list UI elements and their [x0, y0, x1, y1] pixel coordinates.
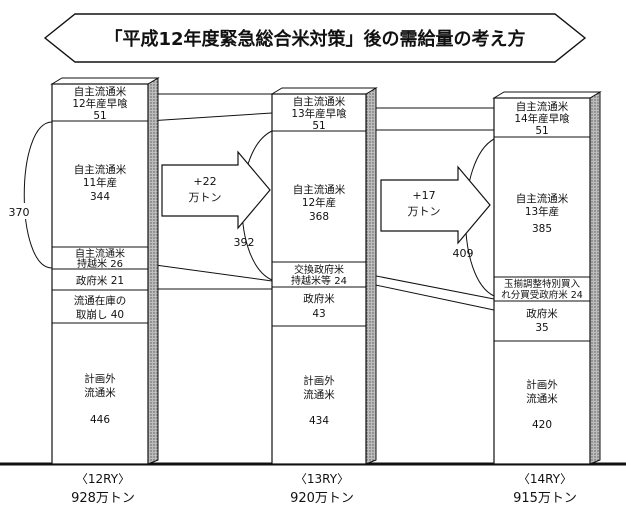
bracket-label-370: 370 — [9, 206, 30, 219]
segment-label: 取崩し 40 — [76, 308, 124, 321]
column-depth — [365, 87, 377, 465]
segment-label: 自主流通米 — [74, 85, 127, 98]
column-14ry: 自主流通米 14年産早喰 51 自主流通米 13年産 385 玉揃調整特別買入 … — [492, 91, 602, 465]
segment-special-purchase: 玉揃調整特別買入 れ分買受政府米 24 — [501, 278, 583, 301]
segment-government-rice: 政府米 35 — [526, 307, 558, 334]
growth-arrow-2 — [380, 165, 491, 245]
segment-label: 14年産早喰 — [514, 112, 570, 125]
segment-label: 玉揃調整特別買入 — [504, 278, 581, 290]
segment-unplanned: 計画外 流通米 434 — [303, 374, 335, 427]
segment-label: 11年産 — [83, 176, 117, 189]
segment-government-rice: 政府米 21 — [76, 274, 124, 287]
total-label-14ry: 915万トン — [513, 491, 577, 506]
segment-value: 51 — [93, 110, 106, 122]
segment-early-crop: 自主流通米 13年産早喰 51 — [291, 95, 347, 132]
segment-value: 385 — [532, 223, 552, 235]
year-label-13ry: 〈13RY〉 — [295, 472, 349, 486]
segment-label: 自主流通米 — [74, 163, 127, 176]
growth-arrow-1 — [161, 150, 271, 230]
segment-value: 51 — [535, 125, 548, 137]
growth-arrow-1-unit: 万トン — [189, 191, 222, 204]
total-label-12ry: 928万トン — [71, 491, 135, 506]
segment-label: 持越米等 24 — [291, 274, 347, 287]
growth-arrow-2-unit: 万トン — [408, 205, 441, 218]
column-12ry: 自主流通米 12年産早喰 51 自主流通米 11年産 344 自主流通米 持越米… — [50, 77, 160, 465]
column-front — [51, 83, 149, 465]
title-banner — [43, 13, 587, 63]
segment-early-crop: 自主流通米 14年産早喰 51 — [514, 100, 570, 137]
segment-exchange-carryover: 交換政府米 持越米等 24 — [291, 263, 347, 287]
segment-value: 51 — [312, 120, 325, 132]
segment-unplanned: 計画外 流通米 420 — [526, 378, 558, 431]
segment-label: 自主流通米 — [293, 95, 346, 108]
segment-early-crop: 自主流通米 12年産早喰 51 — [72, 85, 128, 122]
segment-label: 12年産早喰 — [72, 97, 128, 110]
segment-label: れ分買受政府米 24 — [501, 289, 583, 301]
segment-label: 計画外 — [526, 378, 558, 391]
segment-label: 12年産 — [302, 196, 336, 209]
segment-main-crop: 自主流通米 11年産 344 — [74, 163, 127, 203]
segment-label: 自主流通米 — [516, 192, 569, 205]
connector-lines — [147, 93, 495, 311]
segment-label: 13年産 — [525, 205, 559, 218]
growth-arrow-1-amount: +22 — [193, 175, 216, 188]
segment-label: 自主流通米 — [293, 183, 346, 196]
segment-government-rice: 政府米 43 — [303, 292, 335, 320]
growth-arrow-2-amount: +17 — [412, 189, 435, 202]
column-13ry: 自主流通米 13年産早喰 51 自主流通米 12年産 368 交換政府米 持越米… — [270, 87, 378, 465]
segment-value: 446 — [90, 414, 110, 426]
segment-carryover: 自主流通米 持越米 26 — [75, 247, 125, 270]
segment-label: 流通米 — [303, 388, 335, 401]
segment-value: 344 — [90, 191, 110, 203]
segment-value: 368 — [309, 211, 329, 223]
column-top — [50, 77, 160, 85]
title-text: 「平成12年度緊急総合米対策」後の需給量の考え方 — [104, 28, 525, 50]
year-label-14ry: 〈14RY〉 — [518, 472, 572, 486]
segment-label: 自主流通米 — [516, 100, 569, 113]
segment-main-crop: 自主流通米 13年産 385 — [516, 192, 569, 235]
bracket-label-392: 392 — [234, 236, 255, 249]
segment-label: 計画外 — [303, 374, 335, 387]
segment-label: 自主流通米 — [75, 247, 125, 260]
segment-value: 434 — [309, 415, 329, 427]
segment-label: 流通在庫の — [74, 294, 127, 307]
segment-inventory: 流通在庫の 取崩し 40 — [74, 294, 127, 321]
segment-label: 持越米 26 — [77, 257, 123, 270]
total-label-13ry: 920万トン — [290, 491, 354, 506]
segment-label: 計画外 — [84, 372, 116, 385]
column-top — [492, 91, 602, 99]
segment-value: 43 — [312, 308, 325, 320]
segment-value: 35 — [535, 322, 548, 334]
segment-label: 交換政府米 — [294, 263, 344, 276]
column-front — [271, 93, 367, 465]
segment-main-crop: 自主流通米 12年産 368 — [293, 183, 346, 223]
column-front — [493, 97, 591, 465]
segment-label: 政府米 — [303, 292, 335, 305]
segment-label: 13年産早喰 — [291, 107, 347, 120]
bracket-label-409: 409 — [453, 247, 474, 260]
segment-value: 420 — [532, 419, 552, 431]
column-depth — [147, 77, 159, 465]
segment-label: 政府米 — [526, 307, 558, 320]
segment-label: 流通米 — [526, 392, 558, 405]
segment-label: 政府米 21 — [76, 274, 124, 287]
segment-label: 流通米 — [84, 386, 116, 399]
bracket-370 — [23, 121, 53, 269]
year-label-12ry: 〈12RY〉 — [76, 472, 130, 486]
column-top — [270, 87, 378, 95]
bracket-label-bg — [4, 203, 34, 219]
segment-unplanned: 計画外 流通米 446 — [84, 372, 116, 426]
column-depth — [589, 91, 601, 465]
